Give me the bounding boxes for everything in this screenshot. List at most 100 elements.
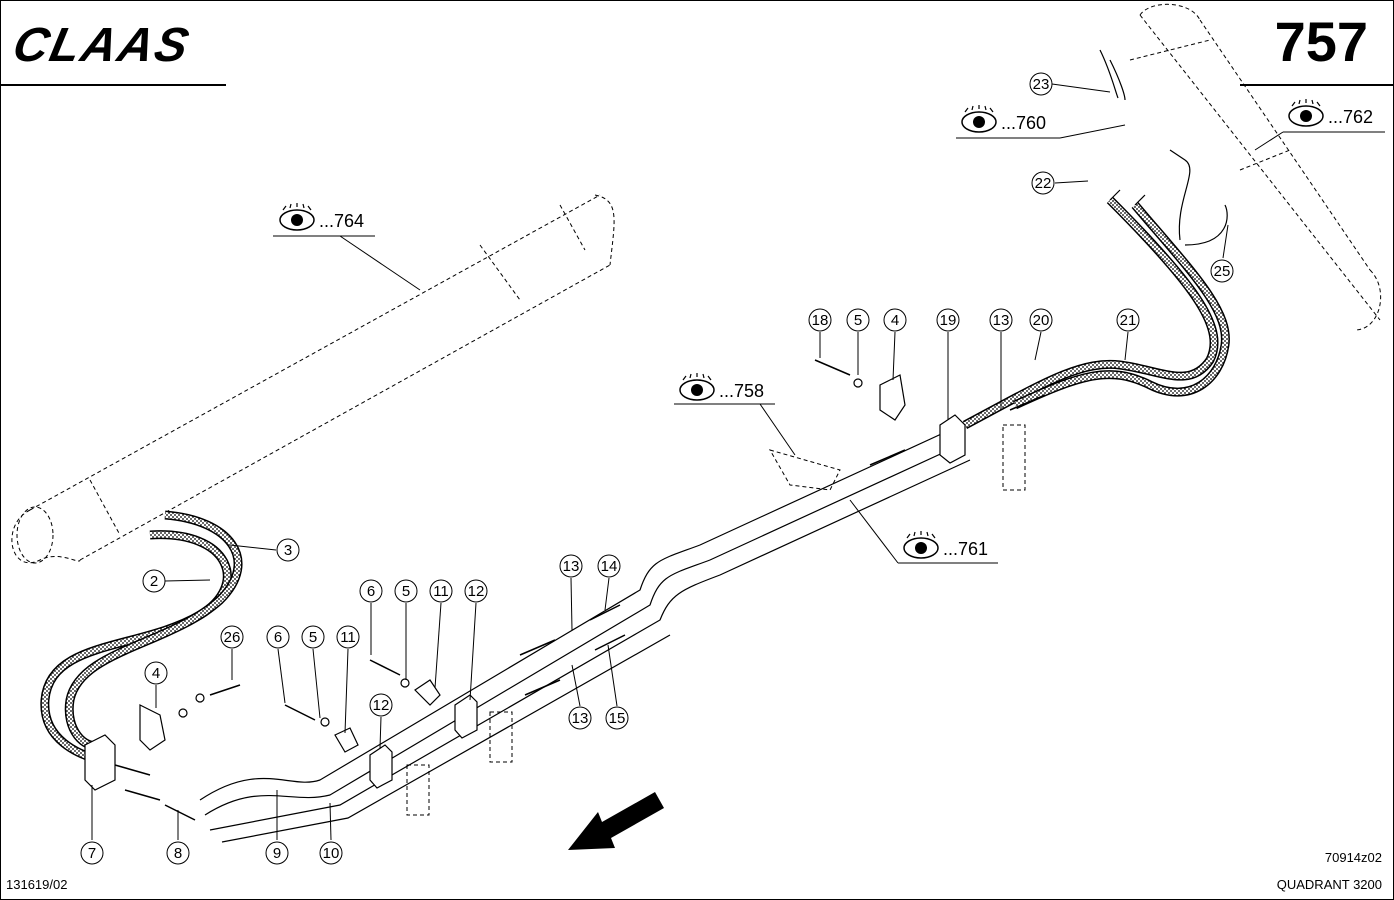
ref-761: ...761 [849,499,998,564]
svg-text:20: 20 [1033,312,1050,329]
svg-text:7: 7 [88,845,96,862]
svg-text:4: 4 [891,312,899,329]
fittings-14-15 [589,604,626,651]
hoses-left-2-3 [40,510,243,765]
ref-760: ...760 [956,105,1126,139]
svg-text:19: 19 [940,312,957,329]
callout-11: 11 [429,579,453,603]
logo-rule [0,84,226,86]
bracket-11a [414,679,441,706]
eye-icon [903,531,939,559]
callout-19: 19 [936,308,960,332]
bracket-11b [334,727,359,753]
fittings-7 [114,764,161,801]
svg-text:13: 13 [993,312,1010,329]
ref-761-label: ...761 [943,539,988,559]
callout-21: 21 [1116,308,1140,332]
bolts [114,359,1046,821]
svg-text:12: 12 [468,583,485,600]
svg-text:9: 9 [273,845,281,862]
dashed-supports [406,424,1026,816]
svg-text:6: 6 [274,629,282,646]
model-name: QUADRANT 3200 [1276,877,1382,892]
clamp-blocks [84,374,966,791]
svg-text:11: 11 [433,583,449,600]
page-number-rule [1240,84,1394,86]
callout-3: 3 [276,538,300,562]
clamp-12b [454,694,478,739]
svg-text:5: 5 [854,312,862,329]
callout-6b: 6 [266,625,290,649]
bolt-6a [369,659,401,676]
callout-26: 26 [220,625,244,649]
svg-text:22: 22 [1035,175,1052,192]
callout-13c: 13 [568,706,592,730]
svg-text:21: 21 [1120,312,1137,329]
bolt-26 [209,684,241,696]
svg-text:5: 5 [309,629,317,646]
svg-text:10: 10 [323,845,340,862]
callout-12: 12 [464,579,488,603]
svg-text:5: 5 [402,583,410,600]
svg-text:8: 8 [174,845,182,862]
arrow-icon [568,792,664,850]
svg-text:12: 12 [373,697,390,714]
fitting-8 [164,804,196,821]
clamp-12a [369,744,393,789]
drawing-id: 70914z02 [1324,850,1382,865]
callout-22: 22 [1031,171,1055,195]
ref-762: ...762 [1254,99,1385,151]
svg-text:13: 13 [563,558,580,575]
bracket-4b [879,374,906,421]
clamp-7 [84,734,116,791]
callout-4b: 4 [144,661,168,685]
svg-text:6: 6 [367,583,375,600]
pipe-run [199,49,1228,843]
callout-10: 10 [319,841,343,865]
callout-20: 20 [1029,308,1053,332]
svg-text:14: 14 [601,558,618,575]
eye-icon [279,203,315,231]
callout-13b: 13 [559,554,583,578]
callout-12b: 12 [369,693,393,717]
ref-762-label: ...762 [1328,107,1373,127]
cylinder-dashed-764 [11,194,615,564]
fittings-13 [519,639,561,696]
callout-11b: 11 [336,625,360,649]
bracket-4a [139,704,166,751]
bolt-6b [284,704,316,721]
svg-text:2: 2 [150,573,158,590]
callout-5: 5 [846,308,870,332]
callout-5c: 5 [301,625,325,649]
svg-text:11: 11 [340,629,356,646]
svg-text:15: 15 [609,710,626,727]
page-number: 757 [1274,10,1368,73]
callout-14: 14 [597,554,621,578]
washers [178,378,863,727]
eye-icon [679,373,715,401]
ref-764-label: ...764 [319,211,364,231]
bolt-18 [814,359,851,376]
eye-icon [961,105,997,133]
callout-6: 6 [359,579,383,603]
hoses-right-20-21 [962,196,1230,429]
part-callouts: 23 22 25 18 5 4 19 13 20 21 3 2 4 26 6 5… [80,72,1234,865]
svg-text:4: 4 [152,665,160,682]
fitting-20 [1009,394,1046,411]
ref-758: ...758 [674,373,796,456]
callout-8: 8 [166,841,190,865]
svg-text:3: 3 [284,542,292,559]
svg-text:23: 23 [1033,76,1050,93]
doc-id: 131619/02 [6,877,68,892]
callout-7: 7 [80,841,104,865]
ref-758-label: ...758 [719,381,764,401]
callout-9: 9 [265,841,289,865]
svg-text:26: 26 [224,629,241,646]
cylinder-dashed-762 [1129,3,1382,331]
fitting-761 [869,449,906,466]
callout-23: 23 [1029,72,1053,96]
eye-icon [1288,99,1324,127]
callout-15: 15 [605,706,629,730]
ref-760-label: ...760 [1001,113,1046,133]
